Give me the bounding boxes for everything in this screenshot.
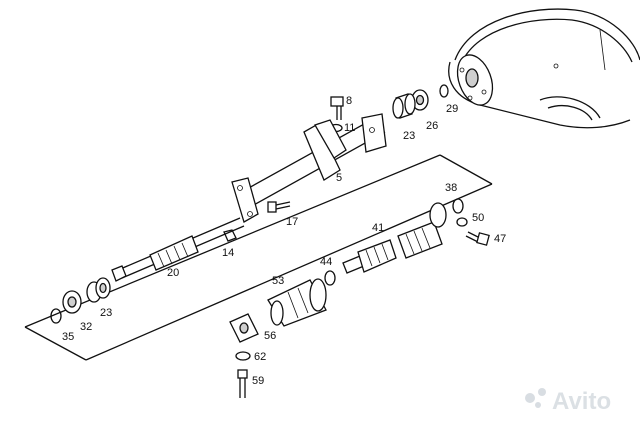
watermark-text: Avito	[552, 388, 611, 415]
avito-watermark: Avito	[525, 388, 611, 415]
part-20-steering-shaft	[111, 217, 245, 282]
callout-44: 44	[320, 256, 332, 268]
callout-8: 8	[346, 95, 352, 107]
part-62-nut	[235, 351, 251, 361]
callout-23-upper: 23	[403, 130, 415, 142]
callout-38: 38	[445, 182, 457, 194]
part-23-lower-bushing	[86, 277, 111, 303]
callout-17: 17	[286, 216, 298, 228]
part-32-bearing	[62, 290, 82, 314]
part-56-joint	[229, 313, 259, 343]
callout-20: 20	[167, 267, 179, 279]
part-8-bolt	[330, 96, 344, 120]
part-53-boot	[267, 278, 327, 327]
part-29-ring	[439, 84, 449, 98]
part-44-ring	[324, 270, 336, 286]
callout-41: 41	[372, 222, 384, 234]
callout-62: 62	[254, 351, 266, 363]
callout-32: 32	[80, 321, 92, 333]
assembly-panel-outline	[24, 154, 493, 361]
part-50-clip	[456, 217, 468, 227]
callout-26: 26	[426, 120, 438, 132]
callout-56: 56	[264, 330, 276, 342]
callout-50: 50	[472, 212, 484, 224]
part-26-bearing	[411, 89, 429, 111]
part-47-bolt	[465, 231, 490, 246]
callout-23-lower: 23	[100, 307, 112, 319]
callout-59: 59	[252, 375, 264, 387]
callout-53: 53	[272, 275, 284, 287]
callout-11: 11	[344, 122, 355, 134]
callout-5: 5	[336, 172, 342, 184]
callout-47: 47	[494, 233, 506, 245]
part-23-upper-bushing	[392, 93, 416, 119]
callout-14: 14	[222, 247, 234, 259]
callout-29: 29	[446, 103, 458, 115]
part-59-bolt	[237, 369, 248, 398]
part-35-ring	[50, 308, 62, 324]
part-17-bolt	[267, 201, 291, 213]
part-41-intermediate-shaft	[342, 202, 447, 274]
callout-35: 35	[62, 331, 74, 343]
steering-wheel	[448, 8, 640, 129]
part-38-ring	[452, 198, 464, 214]
part-5-column-tube	[231, 113, 387, 223]
